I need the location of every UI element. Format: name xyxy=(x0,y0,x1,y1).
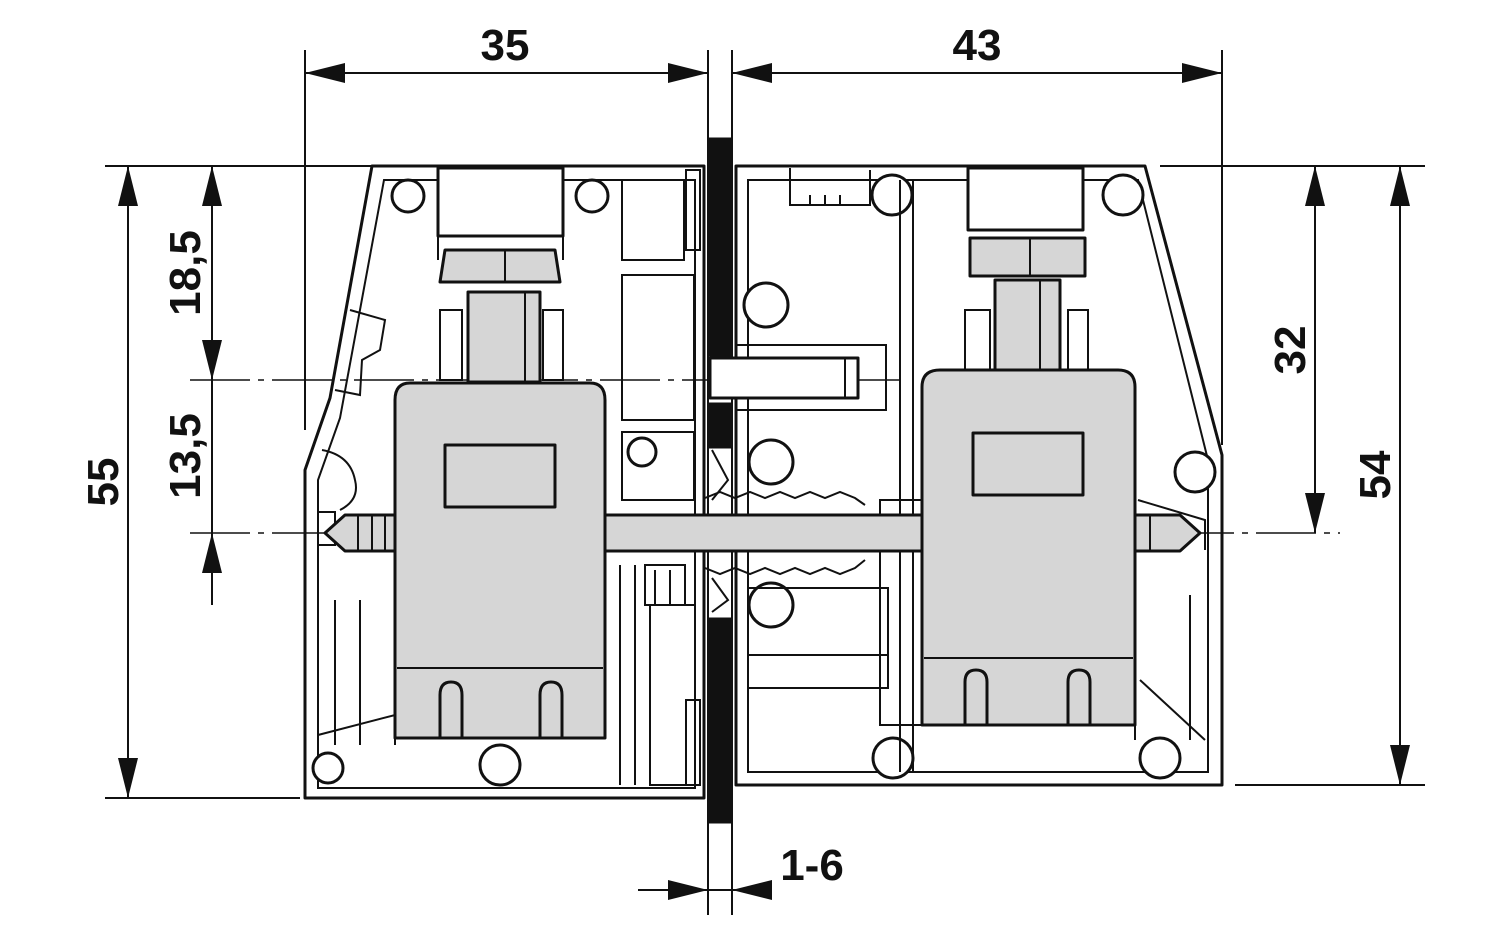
mounting-rail xyxy=(685,137,733,824)
right-housing xyxy=(708,164,1224,787)
right-clamp-body xyxy=(920,368,1137,727)
dimension-lines xyxy=(105,50,1425,915)
dim-label-left-width: 35 xyxy=(481,21,530,70)
dim-label-upper-height: 18,5 xyxy=(161,230,210,316)
left-housing xyxy=(303,164,706,800)
dim-label-rail-thickness: 1-6 xyxy=(780,841,844,890)
dim-label-right-inner-height: 32 xyxy=(1266,326,1315,375)
dim-label-right-total-height: 54 xyxy=(1351,450,1400,499)
dim-label-right-width: 43 xyxy=(953,21,1002,70)
left-clamp-body xyxy=(393,381,607,740)
dimension-labels: 35 43 55 18,5 13,5 32 54 1-6 xyxy=(79,21,1400,890)
dim-label-total-height: 55 xyxy=(79,458,128,507)
dim-label-lower-height: 13,5 xyxy=(161,413,210,499)
